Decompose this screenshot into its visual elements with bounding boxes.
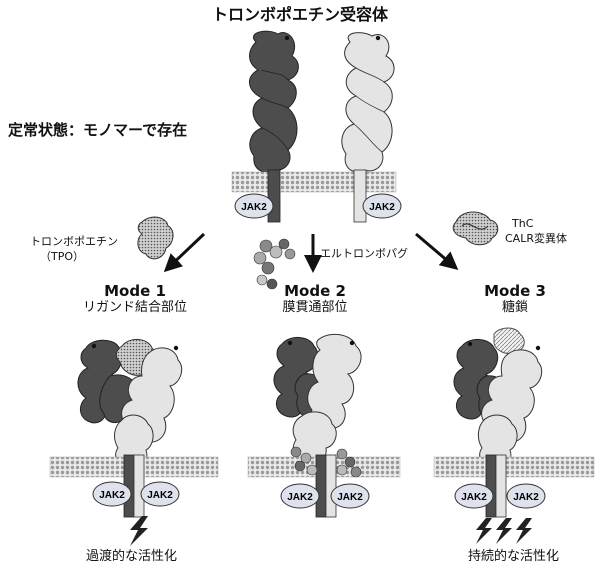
sustained-activation-label: 持続的な活性化 [468,549,560,564]
resting-receptors: JAK2 JAK2 [231,30,402,223]
lightning-icon [516,518,532,544]
eltrombopag-molecule-icon [253,238,296,290]
mode2-subtitle: 膜貫通部位 [282,300,348,315]
jak2-oval [362,193,402,219]
mode2-complex: JAK2 JAK2 [247,333,401,518]
tpo-ligand-icon [137,216,174,260]
mode3-title: Mode 3 [484,282,546,300]
jak2-label: JAK2 [241,202,267,213]
jak2-label: JAK2 [513,492,539,503]
mode1-title: Mode 1 [104,282,166,300]
transient-activation-label: 過渡的な活性化 [86,549,178,564]
light-receptor-monomer [341,32,395,173]
tpo-label: トロンボポエチン [30,235,118,248]
jak2-label: JAK2 [287,492,313,503]
mode3-complex: JAK2 JAK2 [433,327,595,544]
membrane-top [231,171,397,193]
jak2-label: JAK2 [337,492,363,503]
mode2-title: Mode 2 [284,282,346,300]
calr-label: CALR変異体 [505,232,567,245]
tpo-abbrev: （TPO） [40,250,85,263]
lightning-icon [130,516,148,546]
thc-label: ThC [512,217,534,230]
jak2-label: JAK2 [461,492,487,503]
calr-glycan-icon [452,211,499,246]
mode1-complex: JAK2 JAK2 [49,339,219,546]
jak2-oval [234,193,274,219]
lightning-icon [496,518,512,544]
resting-state-label: 定常状態：モノマーで存在 [8,121,188,139]
lightning-icon [476,518,492,544]
diagram-title: トロンボポエチン受容体 [211,5,388,24]
jak2-label: JAK2 [147,490,173,501]
arrow-mode3 [415,232,459,270]
dark-receptor-monomer [249,30,299,173]
mode1-subtitle: リガンド結合部位 [82,300,187,315]
arrow-mode1 [163,232,206,273]
eltrombopag-label: エルトロンボパグ [320,247,408,260]
mode3-subtitle: 糖鎖 [501,300,528,315]
jak2-label: JAK2 [99,490,125,501]
jak2-label: JAK2 [369,202,395,213]
